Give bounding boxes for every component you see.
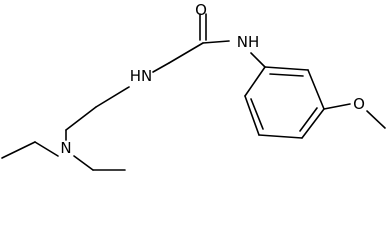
- bond-n-left-ethyl-ch2: [34, 141, 59, 157]
- ring-bond-6: [264, 66, 309, 71]
- bond-amide-n-ring: [250, 52, 266, 68]
- atom-labels: O NH HN N O: [60, 1, 365, 157]
- amine-nitrogen-label: HN: [130, 67, 153, 85]
- ring-bond-5: [307, 69, 325, 110]
- bond-carbonyl-ch2: [168, 42, 204, 64]
- ring-bond-1: [244, 66, 266, 97]
- ring-inner-double-1: [250, 98, 264, 130]
- bond-ethylene-c1-c2: [65, 106, 97, 131]
- ether-oxygen-label: O: [353, 95, 365, 113]
- bond-n-right-ethyl-ch2: [73, 155, 94, 171]
- bond-left-ethyl-ch3: [1, 141, 36, 159]
- ring-bond-3: [258, 134, 303, 139]
- ring-inner-double-2: [299, 107, 318, 132]
- bond-layer: [1, 13, 386, 171]
- bond-ether-o-methyl: [366, 110, 386, 129]
- molecular-structure-diagram: O NH HN N O: [1, 1, 386, 171]
- bond-amine-n-ethylene-c1: [95, 86, 130, 108]
- bond-ch2-amine-n: [152, 62, 170, 73]
- bond-ring-ether-o: [323, 103, 351, 110]
- ring-inner-double-3: [269, 73, 304, 77]
- ring-bond-2: [244, 95, 260, 136]
- amide-nitrogen-label: NH: [237, 33, 260, 51]
- tertiary-nitrogen-label: N: [60, 139, 71, 157]
- bond-carbonyl-amide-n: [202, 40, 230, 44]
- carbonyl-oxygen-label: O: [195, 1, 207, 19]
- ring-bond-4: [301, 108, 325, 139]
